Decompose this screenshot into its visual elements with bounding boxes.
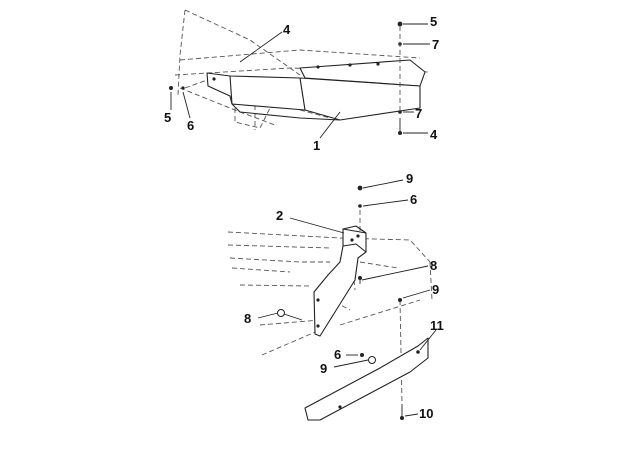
fasteners-bottom bbox=[277, 185, 404, 420]
callout-6-left: 6 bbox=[187, 118, 194, 133]
leader-lines-top bbox=[170, 23, 430, 139]
callout-7-lower: 7 bbox=[415, 106, 422, 121]
leader-lines-bottom bbox=[257, 179, 437, 417]
callout-4-upper: 4 bbox=[283, 22, 291, 37]
callout-8-left: 8 bbox=[244, 311, 251, 326]
callout-2: 2 bbox=[276, 208, 283, 223]
callouts-bottom: 9 6 2 8 9 8 11 6 9 10 bbox=[244, 171, 444, 421]
callout-6-upper: 6 bbox=[410, 192, 417, 207]
callout-11: 11 bbox=[430, 318, 444, 333]
fasteners-top bbox=[169, 21, 403, 135]
callout-8-right: 8 bbox=[430, 258, 437, 273]
callout-10: 10 bbox=[419, 406, 433, 421]
callout-5-right: 5 bbox=[430, 14, 437, 29]
bracket-part-11 bbox=[304, 337, 429, 421]
callout-9-right: 9 bbox=[432, 282, 439, 297]
bracket-part-2 bbox=[313, 225, 367, 337]
callout-9-lower: 9 bbox=[320, 361, 327, 376]
body-outline bbox=[227, 210, 433, 405]
callout-1: 1 bbox=[313, 138, 320, 153]
callout-6-lower: 6 bbox=[334, 347, 341, 362]
callout-5-left: 5 bbox=[164, 110, 171, 125]
callouts-top: 4 5 7 5 6 7 4 1 bbox=[164, 14, 439, 153]
bracket-part-1 bbox=[206, 59, 426, 121]
callout-7-upper: 7 bbox=[432, 37, 439, 52]
callout-4-lower: 4 bbox=[430, 127, 438, 142]
callout-9-upper: 9 bbox=[406, 171, 413, 186]
